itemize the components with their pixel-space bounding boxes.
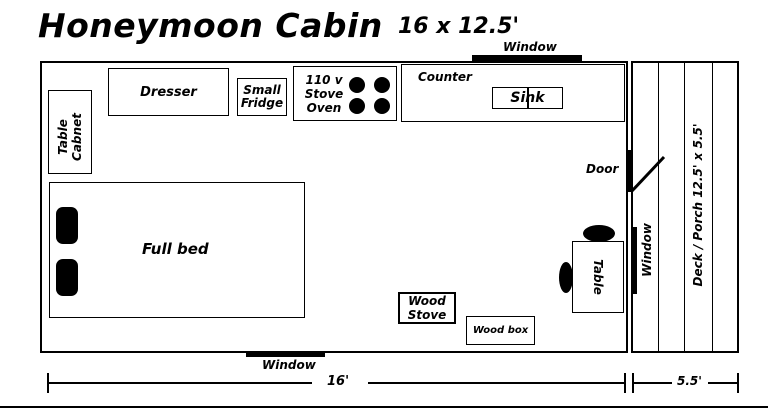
burner-icon	[349, 77, 365, 93]
stove-label-line2: Stove	[304, 87, 344, 101]
chair	[583, 225, 615, 242]
page-title: Honeymoon Cabin	[38, 6, 383, 45]
dining-table	[572, 241, 624, 313]
dimension-tick	[624, 373, 626, 393]
stove-label-line3: Oven	[306, 101, 342, 115]
dimension-line	[49, 382, 312, 384]
wood-stove-label-line1: Wood	[408, 294, 446, 308]
wood-box: Wood box	[466, 316, 535, 345]
bottom-rule	[0, 406, 768, 408]
chair	[559, 262, 573, 293]
table-cabinet-label: Table Cabnet	[53, 95, 87, 179]
full-bed	[49, 182, 305, 318]
cabin-dimensions: 16 x 12.5'	[398, 14, 520, 39]
deck-plank-line	[684, 61, 685, 353]
dimension-tick	[632, 373, 634, 393]
faucet-line	[527, 88, 529, 108]
dresser: Dresser	[108, 68, 229, 116]
window-top-label: Window	[503, 40, 557, 54]
window-bottom-label: Window	[262, 358, 316, 372]
cabin-length-label: 16'	[327, 374, 350, 389]
window-side-label: Window	[640, 223, 654, 277]
table-cabinet-label-line1: Table	[56, 119, 70, 155]
burner-icon	[349, 98, 365, 114]
window-top	[472, 55, 582, 61]
stove: 110 v Stove Oven	[293, 66, 397, 121]
wood-stove: Wood Stove	[398, 292, 456, 324]
cabin-outline	[40, 61, 628, 353]
door-label: Door	[586, 162, 619, 176]
counter-label: Counter	[418, 70, 472, 84]
door-frame	[627, 150, 632, 192]
table-label: Table	[591, 259, 605, 295]
deck-length-label: 5.5'	[677, 374, 702, 388]
small-fridge: Small Fridge	[237, 78, 287, 116]
dimension-line	[368, 382, 625, 384]
dimension-line	[634, 382, 672, 384]
stove-label-line1: 110 v	[305, 73, 343, 87]
deck-plank-line	[658, 61, 659, 353]
full-bed-label: Full bed	[142, 240, 209, 258]
deck-label: Deck / Porch 12.5' x 5.5'	[689, 115, 707, 295]
burner-icon	[374, 98, 390, 114]
dimension-line	[708, 382, 737, 384]
window-bottom	[246, 351, 325, 357]
pillow	[56, 207, 78, 244]
burner-icon	[374, 77, 390, 93]
dimension-tick	[737, 373, 739, 393]
fridge-label-line2: Fridge	[240, 96, 284, 110]
fridge-label-line1: Small	[243, 83, 281, 97]
wood-box-label: Wood box	[472, 325, 529, 336]
wood-stove-label-line2: Stove	[407, 308, 447, 322]
pillow	[56, 259, 78, 296]
table-cabinet	[48, 90, 92, 174]
deck-plank-line	[712, 61, 713, 353]
table-cabinet-label-line2: Cabnet	[70, 113, 84, 161]
door-swing	[629, 155, 666, 194]
deck-outline	[631, 61, 739, 353]
dimension-tick	[47, 373, 49, 393]
dresser-label: Dresser	[140, 84, 197, 100]
window-side	[632, 227, 637, 294]
